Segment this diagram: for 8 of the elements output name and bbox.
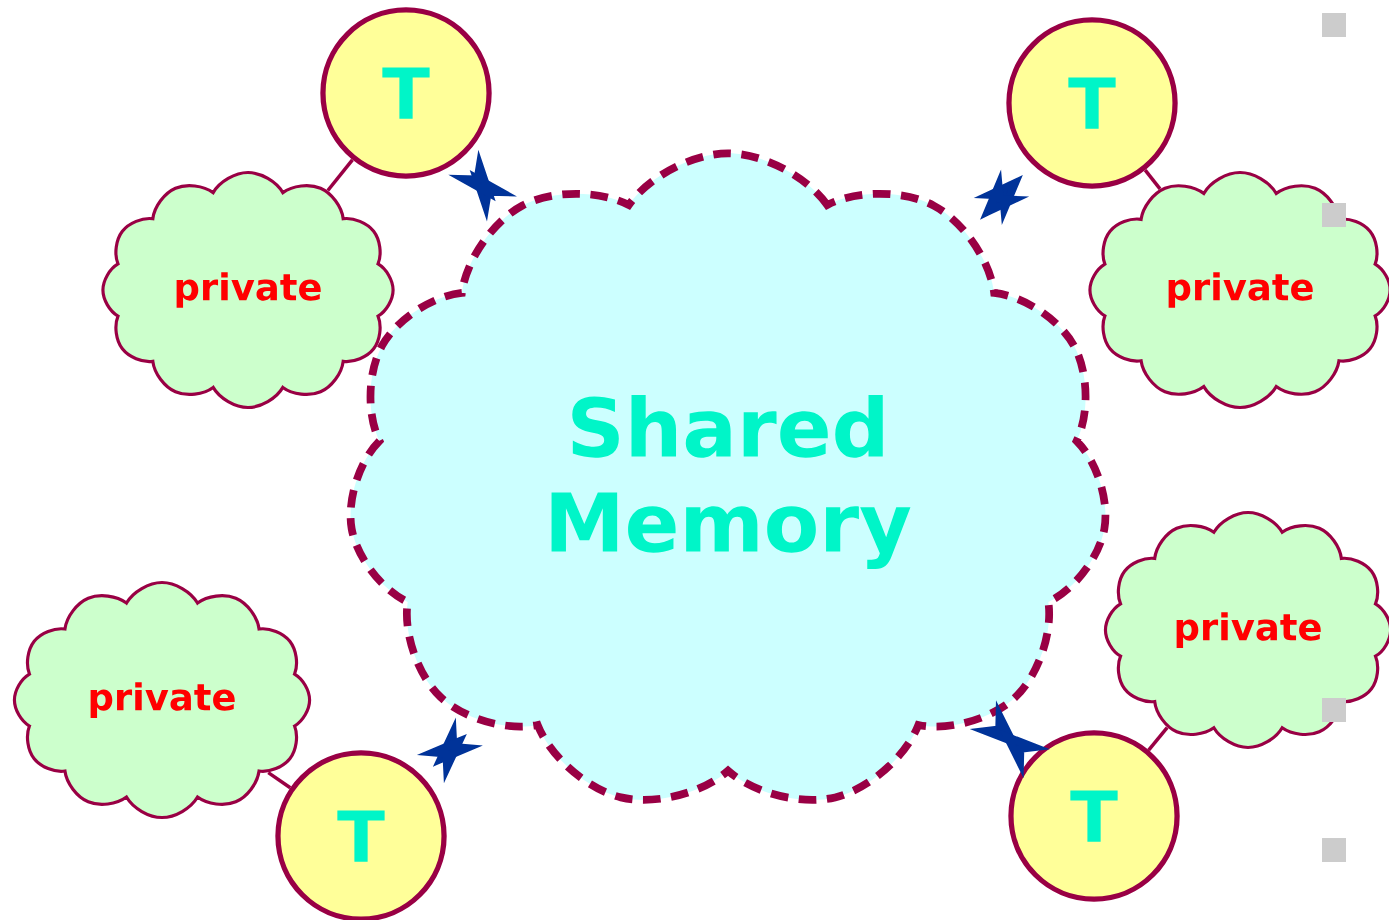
private-cloud: private <box>101 170 395 410</box>
connector-line <box>1143 169 1162 191</box>
private-cloud: private <box>1103 510 1389 750</box>
connector-line <box>326 158 354 192</box>
private-cloud: private <box>1088 170 1389 410</box>
connector-line <box>267 771 292 790</box>
private-cloud: private <box>12 580 312 820</box>
connector-line <box>1147 726 1169 752</box>
